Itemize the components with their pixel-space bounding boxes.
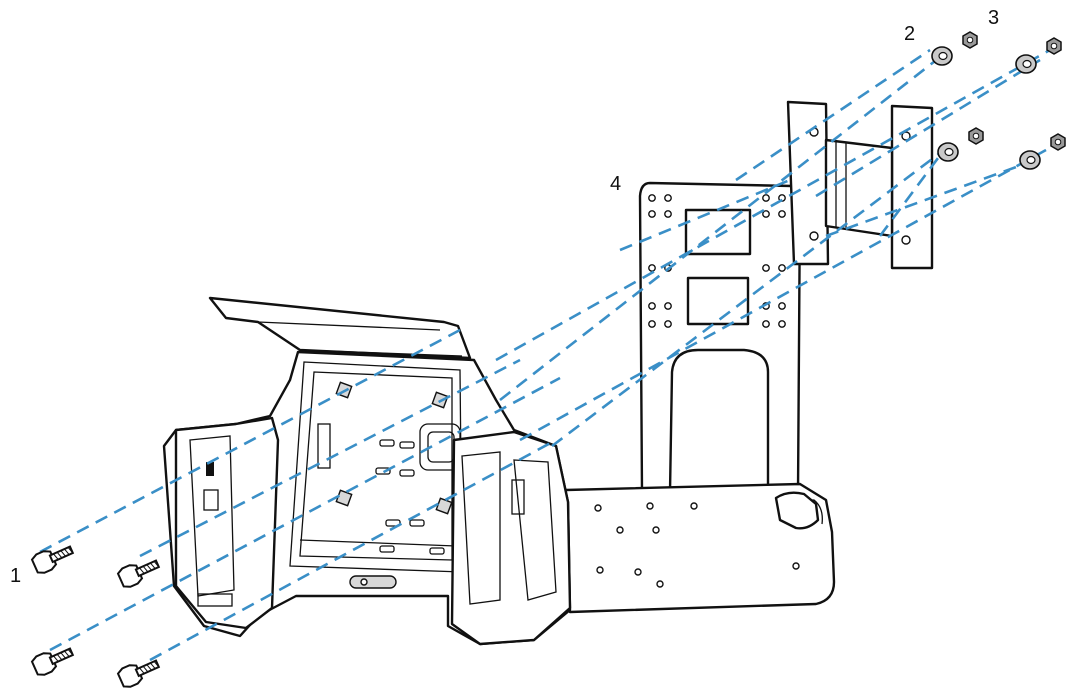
guide-line [39,328,461,554]
guide-line [499,52,945,402]
connector-pad [385,519,401,527]
plate-hole [778,302,786,310]
nut-icon [968,127,984,145]
plate-hole [648,302,656,310]
guide-line [49,376,561,652]
washer-icon [937,142,959,162]
washer-icon [1019,150,1041,170]
callout-1: 1 [10,565,21,587]
shelf-hole [616,526,624,534]
plate-hole [778,210,786,218]
connector-pad [429,547,445,555]
guide-line [878,149,946,237]
shelf-hole [652,526,660,534]
plate-hole [648,320,656,328]
callout-2: 2 [904,23,915,45]
plate-hole [648,210,656,218]
screw-icon [116,559,161,588]
guide-line [519,148,1047,442]
guide-line [139,358,521,558]
clamp-hole [901,235,911,245]
washer-icon [1015,54,1037,74]
plate-hole [648,194,656,202]
plate-hole [762,194,770,202]
guide-line [551,148,945,448]
shelf-hole [656,580,664,588]
shelf-hole [594,504,602,512]
callout-3: 3 [988,7,999,29]
nut-icon [962,31,978,49]
guide-line [495,48,1051,362]
dock-connector [317,423,331,469]
screw-icon [30,545,75,574]
nut-icon [1050,133,1066,151]
plate-hole [664,302,672,310]
connector-pad [399,441,415,449]
cradle-dock [162,296,572,646]
hardware [30,31,1066,688]
screw-icon [30,647,75,676]
guide-line [735,48,931,182]
connector-pad [399,469,415,477]
connector-pad [379,545,395,553]
plate-hole [664,210,672,218]
plate-hole [762,320,770,328]
screw-icon [116,659,161,688]
plate-hole [664,194,672,202]
shelf-hole [646,502,654,510]
guide-line [149,438,557,662]
plate-hole [762,264,770,272]
connector-pad [409,519,425,527]
callout-4: 4 [610,173,621,195]
shelf-hole [690,502,698,510]
guide-line [619,178,791,252]
nut-icon [1046,37,1062,55]
clamp-hole [809,231,819,241]
plate-hole [648,264,656,272]
connector-pad [379,439,395,447]
guide-line [815,58,1041,198]
washer-icon [931,46,953,66]
plate-hole [778,320,786,328]
tray-rail [299,539,457,547]
shelf-hole [792,562,800,570]
connector-pad [375,467,391,475]
shelf-hole [596,566,604,574]
alignment-guides [39,48,1051,662]
guide-line [825,160,1031,238]
mounting-bracket [558,100,934,614]
plate-hole [762,210,770,218]
plate-hole [664,320,672,328]
shelf-hole [634,568,642,576]
plate-hole [778,264,786,272]
